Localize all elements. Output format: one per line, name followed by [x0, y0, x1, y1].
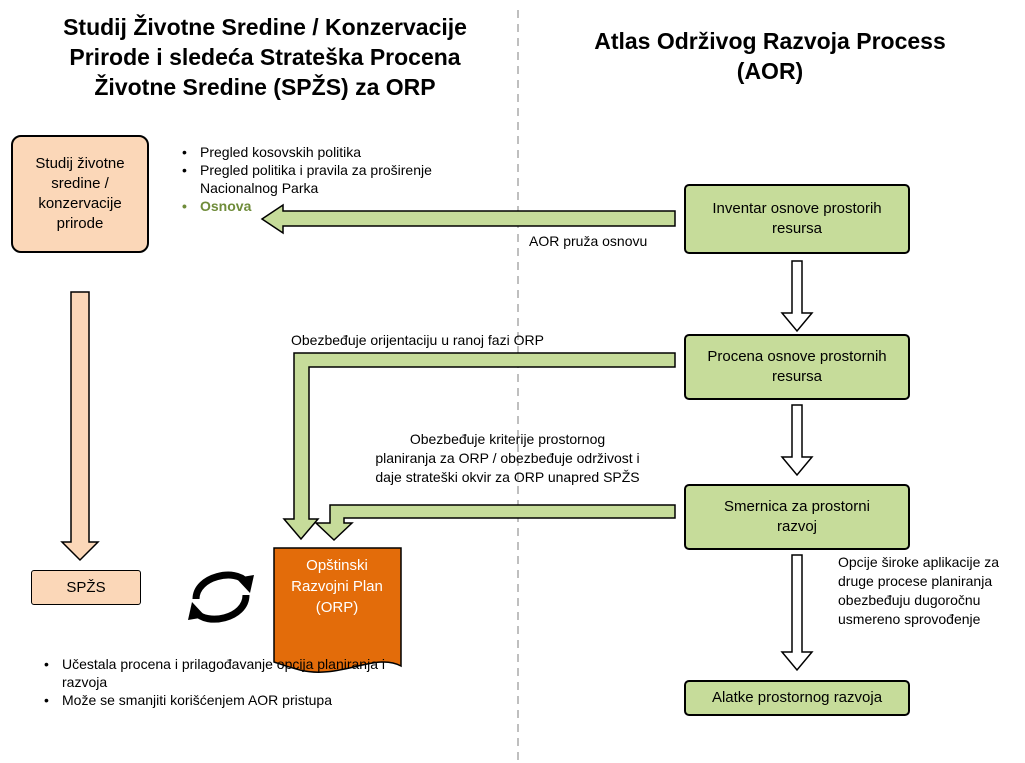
smernica-box: Smernica za prostorni razvoj: [684, 484, 910, 550]
label-aor-osnovu: AOR pruža osnovu: [529, 233, 648, 249]
arrow-inventar-to-procena: [780, 260, 814, 333]
inventar-box: Inventar osnove prostorih resursa: [684, 184, 910, 254]
cycle-arrowhead-top: [236, 575, 254, 593]
label-opcije: Opcije široke aplikacije za druge proces…: [838, 554, 1000, 627]
list-item: Pregled kosovskih politika: [180, 143, 500, 161]
arrow-smernica-to-orp: [314, 504, 676, 542]
left-title: Studij Životne Sredine / Konzervacije Pr…: [63, 14, 467, 100]
label-orijentacija: Obezbeđuje orijentaciju u ranoj fazi ORP: [291, 332, 544, 348]
arrow-studij-to-spzs: [60, 291, 100, 562]
list-item: Može se smanjiti korišćenjem AOR pristup…: [42, 691, 402, 709]
alatke-box: Alatke prostornog razvoja: [684, 680, 910, 716]
cycle-arrowhead-bottom: [188, 602, 206, 620]
arrow-procena-to-orp: [282, 352, 676, 541]
list-item: Učestala procena i prilagođavanje opcija…: [42, 655, 402, 691]
arrow-procena-to-smernica: [780, 404, 814, 477]
right-title: Atlas Održivog Razvoja Process (AOR): [594, 28, 946, 84]
label-kriterije: Obezbeđuje kriterije prostornog planiran…: [375, 431, 640, 485]
studij-box: Studij životne sredine / konzervacije pr…: [11, 135, 149, 253]
bottom-bullet-list: Učestala procena i prilagođavanje opcija…: [42, 655, 402, 709]
spzs-box: SPŽS: [31, 570, 141, 605]
procena-box: Procena osnove prostornih resursa: [684, 334, 910, 400]
list-item: Pregled politika i pravila za proširenje…: [180, 161, 500, 197]
arrow-smernica-to-alatke: [780, 554, 814, 672]
list-item: Osnova: [180, 197, 500, 215]
top-bullet-list: Pregled kosovskih politika Pregled polit…: [180, 143, 500, 215]
orp-box: Opštinski Razvojni Plan (ORP): [291, 557, 383, 616]
